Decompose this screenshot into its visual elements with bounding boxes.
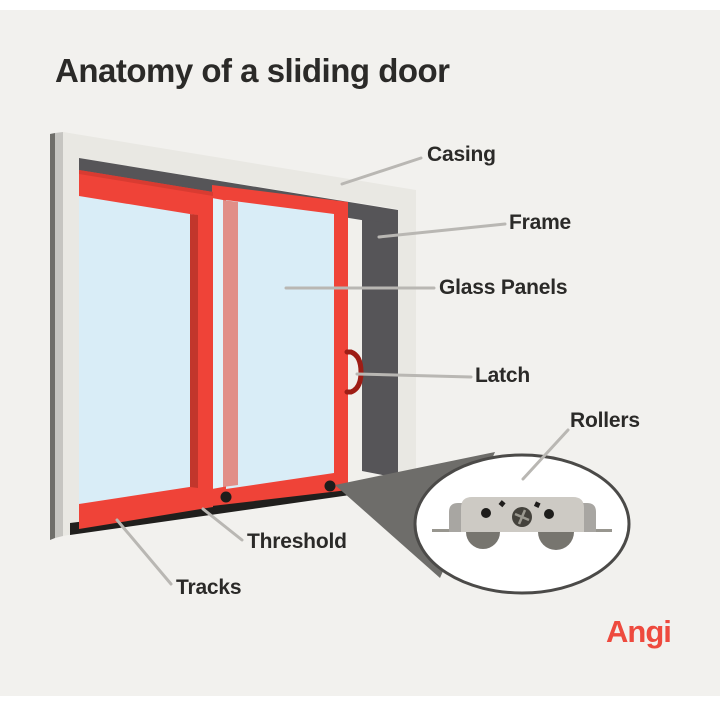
leader-line-threshold (201, 507, 244, 542)
casing-right-band (398, 190, 416, 484)
roller-speck-right (533, 501, 541, 508)
front-panel-stile-edge (190, 214, 198, 488)
roller-bolt-right (544, 509, 554, 519)
rear-panel-roller-screw-right (324, 480, 336, 492)
label-tracks: Tracks (176, 576, 242, 599)
panel-overlap-pink-strip (223, 200, 238, 487)
latch-handle (344, 349, 364, 395)
panel-overlap-glass-strip (212, 198, 223, 489)
roller-tab-left (449, 503, 464, 532)
label-threshold: Threshold (247, 530, 347, 553)
label-frame: Frame (509, 211, 572, 234)
casing-left-band (63, 132, 79, 536)
rear-panel-glass (226, 200, 334, 489)
label-rollers: Rollers (570, 409, 640, 432)
top-white-strip (0, 0, 720, 10)
roller-wheel-left (466, 532, 500, 549)
leader-line-casing (340, 156, 423, 186)
label-latch: Latch (475, 364, 531, 387)
leader-line-rollers (521, 428, 570, 481)
leader-line-tracks (115, 518, 173, 586)
rear-panel-roller-screw-left (220, 491, 232, 503)
casing-left-gray-edge (55, 132, 63, 538)
roller-bolt-left (481, 508, 491, 518)
frame-right-band (362, 219, 398, 478)
screw-cross-line-2 (517, 509, 527, 525)
leader-line-frame (377, 222, 507, 239)
leader-line-latch (355, 372, 473, 379)
roller-tab-right (581, 503, 596, 532)
label-casing: Casing (427, 143, 496, 166)
leader-lines (115, 156, 570, 586)
tracks-rail (70, 488, 350, 535)
roller-speck-left (498, 500, 506, 508)
roller-wheel-right (538, 532, 574, 550)
front-panel-glass (79, 196, 196, 504)
page-title: Anatomy of a sliding door (55, 52, 450, 89)
bottom-white-strip (0, 696, 720, 702)
casing-left-dark-edge (50, 133, 55, 540)
front-panel-top-lip (79, 170, 213, 196)
angi-logo: Angi (606, 614, 672, 649)
casing-top-band (63, 132, 416, 212)
label-glass-panels: Glass Panels (439, 276, 568, 299)
